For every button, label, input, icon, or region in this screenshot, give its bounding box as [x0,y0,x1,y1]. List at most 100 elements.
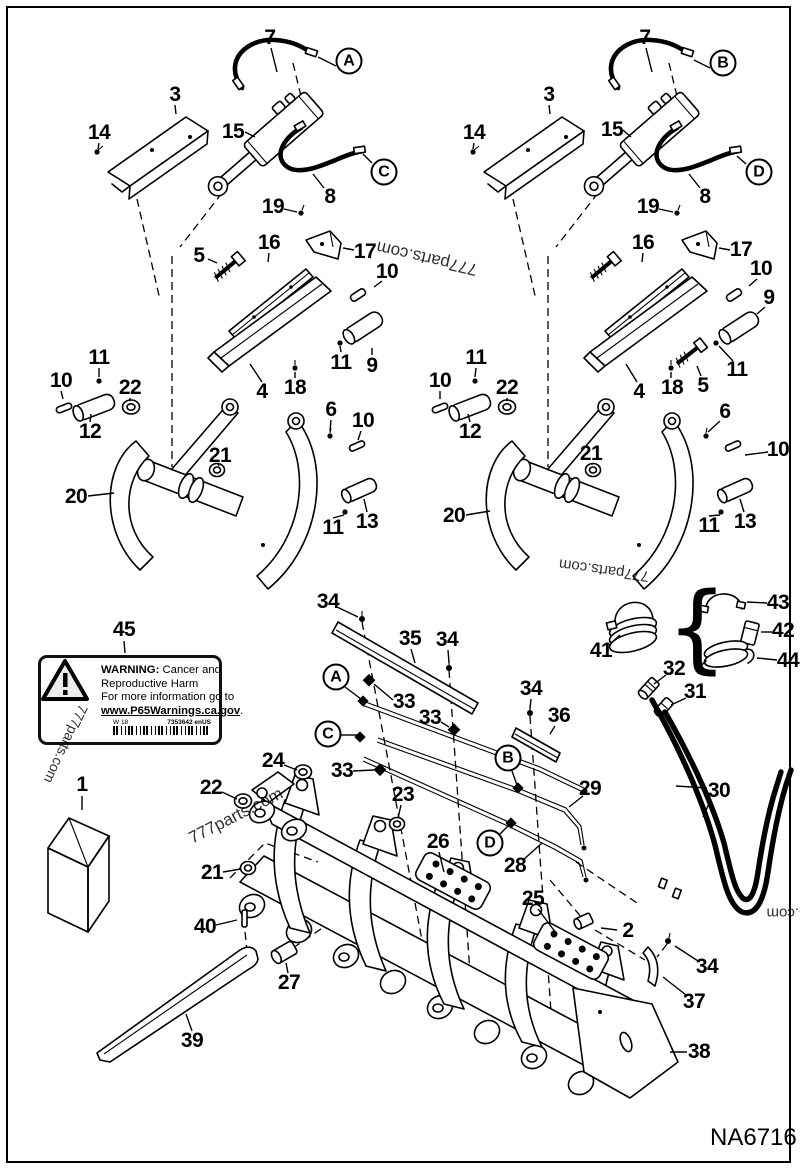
connector-callout-D: D [476,829,504,857]
bottom-assembly [47,593,794,1099]
part-callout-18: 18 [660,376,684,399]
connector-callout-A: A [322,663,350,691]
part-callout-10: 10 [428,369,452,392]
part-callout-22: 22 [495,376,519,399]
part-callout-16: 16 [257,231,281,254]
shipping-box [47,817,110,933]
part-callout-14: 14 [462,121,486,144]
prop65-warning-label: WARNING: Cancer and Reproductive Harm Fo… [38,655,243,745]
part-callout-1: 1 [76,773,88,796]
part-callout-40: 40 [193,915,217,938]
part-callout-43: 43 [766,591,790,614]
bushings [233,764,406,965]
part-callout-34: 34 [695,955,719,978]
barcode [113,726,211,735]
leader-lines [60,47,778,1053]
part-callout-31: 31 [683,680,707,703]
part-callout-38: 38 [687,1040,711,1063]
part-callout-37: 37 [682,990,706,1013]
hydraulic-tubes [354,695,589,883]
watermark: 777parts.com [766,904,800,922]
part-callout-11: 11 [330,351,352,374]
part-callout-13: 13 [355,510,379,533]
left-lugs [248,771,308,842]
hose-clamp [605,601,658,654]
part-callout-26: 26 [426,830,450,853]
part-callout-39: 39 [180,1029,204,1052]
hydraulic-hoses [649,697,794,916]
part-callout-10: 10 [375,260,399,283]
u-bolt [698,593,747,614]
part-callout-34: 34 [519,677,543,700]
part-callout-29: 29 [578,777,602,800]
part-callout-21: 21 [579,442,603,465]
page-border [6,6,791,1163]
part-callout-2: 2 [622,919,634,942]
part-callout-11: 11 [322,516,344,539]
part-callout-45: 45 [112,618,136,641]
part-callout-35: 35 [398,627,422,650]
part-callout-5: 5 [697,374,709,397]
part-callout-12: 12 [458,420,482,443]
part-callout-8: 8 [324,185,336,208]
roll-pin [241,909,248,928]
stop-pin [573,912,594,930]
warning-link: www.P65Warnings.ca.gov [101,704,241,717]
part-callout-11: 11 [465,346,487,369]
connector-callout-C: C [314,720,342,748]
part-callout-13: 13 [733,510,757,533]
part-callout-22: 22 [199,776,223,799]
part-callout-20: 20 [442,504,466,527]
part-callout-34: 34 [316,590,340,613]
clamp-strip-long [331,621,479,715]
part-callout-20: 20 [64,485,88,508]
part-callout-33: 33 [330,759,354,782]
part-callout-19: 19 [261,195,285,218]
part-callout-21: 21 [200,861,224,884]
part-callout-9: 9 [366,354,378,377]
wear-fin [642,946,659,987]
part-callout-11: 11 [698,514,720,537]
part-callout-4: 4 [256,380,268,403]
carriage-bolts [359,611,671,944]
part-callout-10: 10 [351,409,375,432]
part-callout-19: 19 [636,195,660,218]
warning-word: WARNING: [101,664,160,676]
part-callout-6: 6 [325,398,337,421]
connector-callout-C: C [370,158,398,186]
part-callout-16: 16 [631,231,655,254]
part-callout-36: 36 [547,704,571,727]
part-callout-7: 7 [639,26,651,49]
spear-tine [96,946,259,1063]
part-callout-10: 10 [49,369,73,392]
part-callout-32: 32 [662,657,686,680]
warning-triangle-icon [41,659,95,718]
part-callout-10: 10 [749,257,773,280]
part-callout-14: 14 [87,121,111,144]
part-callout-17: 17 [353,240,377,263]
part-callout-11: 11 [726,358,748,381]
elbow-fitting [637,676,660,700]
clamp-strip-short [511,727,561,763]
part-callout-25: 25 [521,887,545,910]
part-callout-8: 8 [699,185,711,208]
part-callout-9: 9 [763,286,775,309]
part-callout-44: 44 [776,649,800,672]
connector-callout-B: B [709,49,737,77]
threaded-screw-right [675,337,709,368]
part-callout-4: 4 [633,380,645,403]
part-callout-34: 34 [435,628,459,651]
part-callout-30: 30 [707,779,731,802]
part-callout-10: 10 [766,438,790,461]
connector-callout-B: B [494,744,522,772]
connector-callout-A: A [335,47,363,75]
part-callout-28: 28 [503,854,527,877]
figure-code: NA6716 [710,1124,797,1151]
connector-callout-D: D [745,158,773,186]
part-callout-24: 24 [261,749,285,772]
part-callout-5: 5 [193,244,205,267]
frame-feet [238,893,595,1096]
part-callout-6: 6 [719,400,731,423]
